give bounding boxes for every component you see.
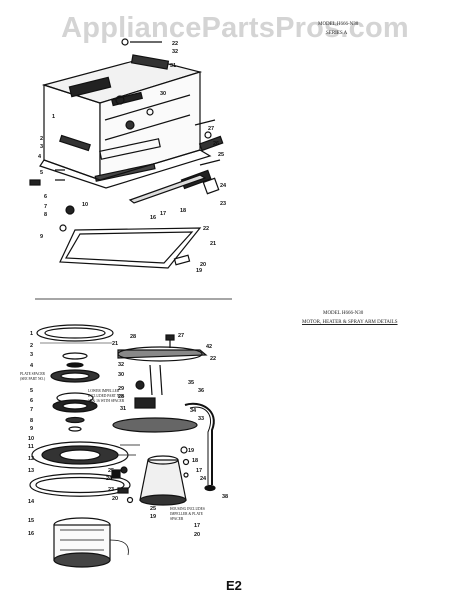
svg-text:29: 29 xyxy=(118,386,124,392)
callout-notes: PLATE SPACER (SEE PART NO.) LOWER IMPELL… xyxy=(20,372,205,521)
svg-text:25: 25 xyxy=(150,506,156,512)
note-plate-spacer-1: PLATE SPACER xyxy=(20,372,46,376)
svg-text:22: 22 xyxy=(172,41,178,47)
model-label-mid: MODEL H666-N30 xyxy=(323,311,364,316)
svg-text:24: 24 xyxy=(220,183,227,189)
page-label: E2 xyxy=(226,578,242,593)
svg-text:27: 27 xyxy=(208,126,214,132)
svg-text:30: 30 xyxy=(118,372,124,378)
svg-text:1: 1 xyxy=(52,114,55,120)
svg-text:27: 27 xyxy=(178,333,184,339)
svg-text:34: 34 xyxy=(190,408,197,414)
svg-text:7: 7 xyxy=(30,407,33,413)
series-label-top: SERIES A xyxy=(326,31,348,36)
svg-text:35: 35 xyxy=(188,380,194,386)
note-housing-2: IMPELLER & PLATE xyxy=(170,512,204,516)
svg-text:42: 42 xyxy=(206,344,212,350)
note-plate-spacer-2: (SEE PART NO.) xyxy=(20,377,46,381)
svg-text:11: 11 xyxy=(28,444,34,450)
svg-text:19: 19 xyxy=(196,268,202,274)
svg-text:9: 9 xyxy=(30,426,33,432)
svg-text:3: 3 xyxy=(30,352,33,358)
svg-text:23: 23 xyxy=(108,487,114,493)
note-housing-1: HOUSING INCLUDES xyxy=(170,507,205,511)
svg-text:5: 5 xyxy=(30,388,33,394)
svg-text:23: 23 xyxy=(220,201,226,207)
svg-text:6: 6 xyxy=(44,194,47,200)
note-lower-impeller-2: INCLUDED PART NOS. xyxy=(88,394,125,398)
part-number-labels-lower: 1 2 3 4 5 6 7 8 9 10 11 12 13 14 15 16 2… xyxy=(28,331,228,538)
svg-text:19: 19 xyxy=(188,448,194,454)
svg-text:4: 4 xyxy=(38,154,42,160)
svg-text:22: 22 xyxy=(203,226,209,232)
svg-text:8: 8 xyxy=(30,418,33,424)
svg-text:2: 2 xyxy=(30,343,33,349)
svg-text:22: 22 xyxy=(210,356,216,362)
svg-text:3: 3 xyxy=(40,144,43,150)
svg-text:10: 10 xyxy=(28,436,34,442)
section-title: MOTOR, HEATER & SPRAY ARM DETAILS xyxy=(302,320,398,325)
svg-text:24: 24 xyxy=(200,476,207,482)
note-lower-impeller-3: 15 & 16 WITH SPACER xyxy=(88,399,125,403)
svg-text:28: 28 xyxy=(118,394,124,400)
svg-text:12: 12 xyxy=(28,456,34,462)
note-housing-3: SPACER xyxy=(170,517,184,521)
svg-text:26: 26 xyxy=(213,141,219,147)
svg-text:4: 4 xyxy=(30,363,34,369)
svg-text:24: 24 xyxy=(106,476,113,482)
svg-text:25: 25 xyxy=(108,468,114,474)
svg-text:21: 21 xyxy=(112,341,118,347)
svg-text:16: 16 xyxy=(28,531,34,537)
svg-text:31: 31 xyxy=(170,63,176,69)
svg-text:14: 14 xyxy=(28,499,35,505)
model-label-top: MODEL H666-N30 xyxy=(318,22,359,27)
svg-text:1: 1 xyxy=(30,331,33,337)
svg-text:17: 17 xyxy=(160,211,166,217)
svg-text:36: 36 xyxy=(198,388,204,394)
upper-tub-assembly xyxy=(29,38,224,269)
svg-text:18: 18 xyxy=(180,208,186,214)
svg-text:21: 21 xyxy=(210,241,216,247)
svg-text:33: 33 xyxy=(198,416,204,422)
note-lower-impeller-1: LOWER IMPELLER xyxy=(88,389,120,393)
svg-text:7: 7 xyxy=(44,204,47,210)
svg-text:20: 20 xyxy=(112,496,118,502)
svg-text:32: 32 xyxy=(172,49,178,55)
svg-text:16: 16 xyxy=(150,215,156,221)
svg-text:30: 30 xyxy=(160,91,166,97)
svg-text:8: 8 xyxy=(44,212,47,218)
motor-heater-assembly xyxy=(29,324,216,568)
svg-text:6: 6 xyxy=(30,398,33,404)
svg-text:38: 38 xyxy=(222,494,228,500)
svg-text:25: 25 xyxy=(218,152,224,158)
svg-text:32: 32 xyxy=(118,362,124,368)
svg-text:2: 2 xyxy=(40,136,43,142)
svg-text:19: 19 xyxy=(150,514,156,520)
svg-text:10: 10 xyxy=(82,202,88,208)
watermark: AppliancePartsPros.com xyxy=(61,12,409,44)
svg-text:15: 15 xyxy=(28,518,34,524)
svg-text:18: 18 xyxy=(192,458,198,464)
svg-text:17: 17 xyxy=(194,523,200,529)
svg-text:13: 13 xyxy=(28,468,34,474)
svg-text:9: 9 xyxy=(40,234,43,240)
svg-text:17: 17 xyxy=(196,468,202,474)
svg-text:31: 31 xyxy=(120,406,126,412)
svg-text:5: 5 xyxy=(40,170,43,176)
part-number-labels-upper: 22 32 31 30 27 26 25 24 23 22 21 20 19 1… xyxy=(38,41,227,274)
svg-text:20: 20 xyxy=(194,532,200,538)
svg-text:28: 28 xyxy=(130,334,136,340)
svg-text:20: 20 xyxy=(200,262,206,268)
